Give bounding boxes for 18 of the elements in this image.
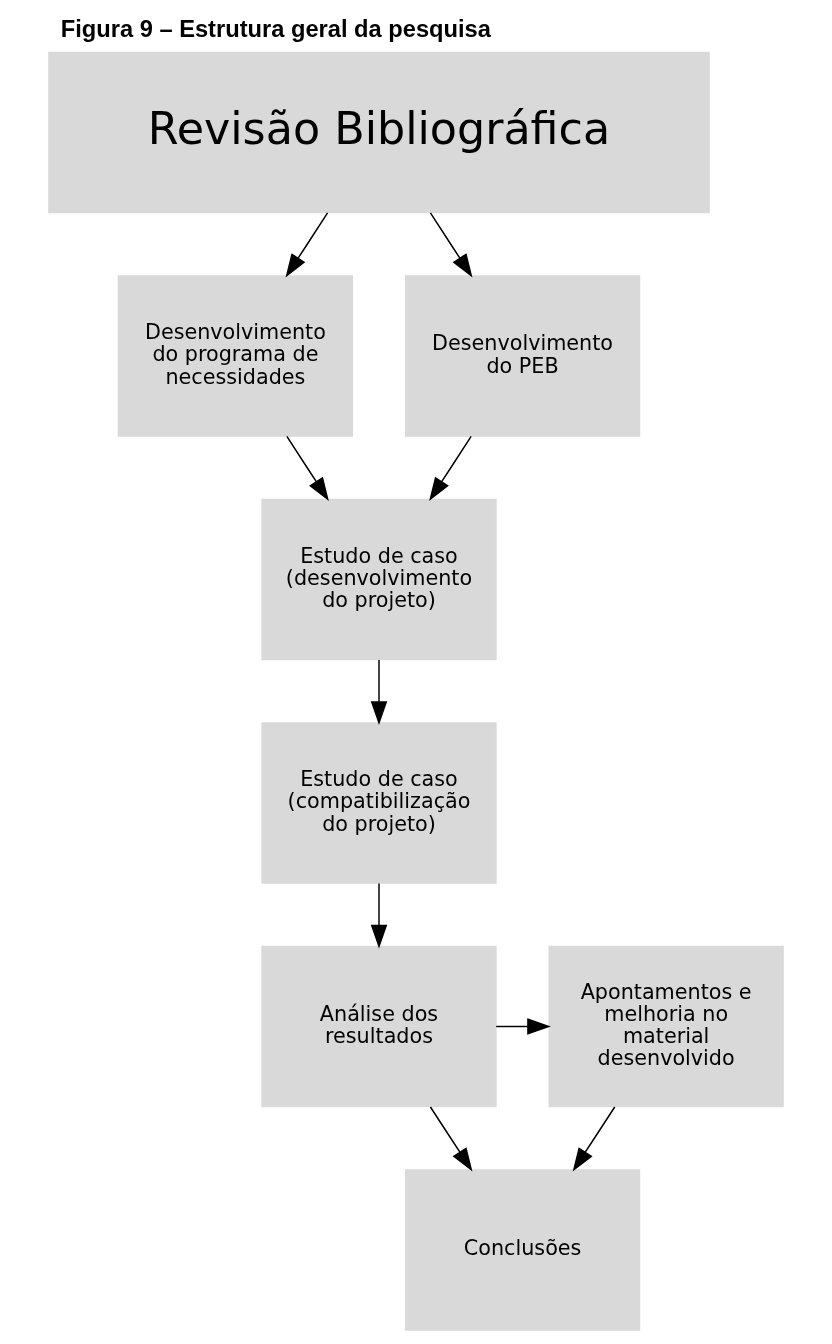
arrow xyxy=(370,882,388,949)
arrow xyxy=(572,1106,616,1172)
node-box: Estudo de caso (desenvolvimento do projeto) xyxy=(261,498,497,661)
node-box: Estudo de caso (compatibilização do projeto) xyxy=(261,722,497,884)
arrow xyxy=(286,435,329,502)
node-box: Desenvolvimento do PEB xyxy=(404,275,641,437)
node-box: Revisão Bibliográfica xyxy=(48,51,710,214)
node-box: Desenvolvimento do programa de necessidades xyxy=(117,275,354,437)
arrow xyxy=(370,659,388,725)
arrow xyxy=(495,1018,551,1035)
diagram-title: Figura 9 – Estrutura geral da pesquisa xyxy=(60,16,491,43)
arrow xyxy=(429,1106,473,1172)
node-box: Análise dos resultados xyxy=(261,945,497,1108)
node-box: Conclusões xyxy=(404,1169,641,1331)
arrow xyxy=(285,212,329,278)
arrow xyxy=(429,435,472,502)
arrow xyxy=(429,212,473,278)
node-box: Apontamentos e melhoria no material desenvolvido xyxy=(548,945,784,1108)
